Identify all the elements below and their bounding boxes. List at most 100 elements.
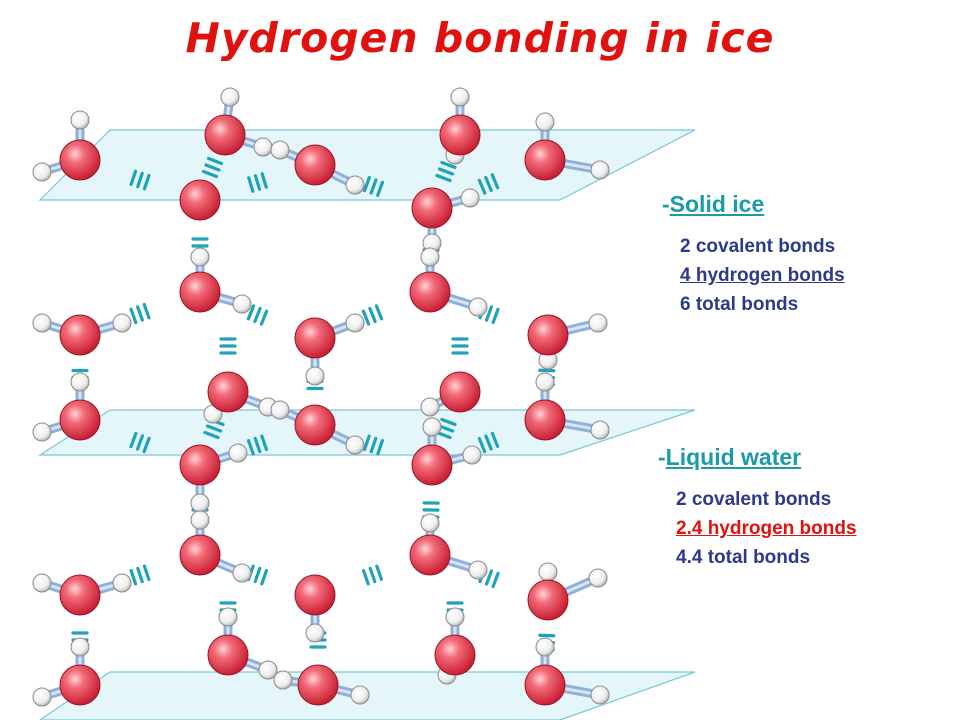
hydrogen-atom-icon: [422, 417, 442, 437]
oxygen-atom-icon: [179, 179, 221, 221]
hydrogen-bond-icon: [129, 564, 151, 586]
oxygen-atom-icon: [179, 534, 221, 576]
hydrogen-bond-icon: [247, 172, 268, 193]
oxygen-atom-icon: [524, 399, 566, 441]
hydrogen-bond-icon: [477, 431, 500, 454]
hydrogen-bond-icon: [246, 434, 269, 456]
hydrogen-atom-icon: [32, 573, 52, 593]
hydrogen-atom-icon: [70, 110, 90, 130]
oxygen-atom-icon: [411, 444, 453, 486]
hydrogen-atom-icon: [345, 175, 365, 195]
oxygen-atom-icon: [434, 634, 476, 676]
hydrogen-atom-icon: [32, 687, 52, 707]
oxygen-atom-icon: [59, 399, 101, 441]
water-molecule: [294, 574, 336, 643]
hydrogen-atom-icon: [305, 623, 325, 643]
oxygen-atom-icon: [59, 664, 101, 706]
oxygen-atom-icon: [179, 271, 221, 313]
hydrogen-atom-icon: [590, 685, 610, 705]
oxygen-atom-icon: [524, 664, 566, 706]
liquid-covalent-bonds: 2 covalent bonds: [676, 489, 832, 510]
liquid-water-heading-text: Liquid water: [665, 444, 802, 470]
water-molecule: [439, 87, 481, 165]
water-molecule: [270, 140, 365, 195]
hydrogen-atom-icon: [350, 685, 370, 705]
liquid-water-heading: -Liquid water: [658, 443, 857, 471]
liquid-water-dash: -: [658, 444, 666, 470]
water-molecule: [273, 664, 370, 706]
water-molecule: [32, 313, 132, 356]
hydrogen-atom-icon: [112, 313, 132, 333]
hydrogen-atom-icon: [70, 637, 90, 657]
water-molecule: [32, 573, 132, 616]
water-molecule: [32, 637, 101, 707]
oxygen-atom-icon: [59, 314, 101, 356]
hydrogen-atom-icon: [445, 607, 465, 627]
hydrogen-atom-icon: [258, 660, 278, 680]
solid-ice-section: -Solid ice 2 covalent bonds 4 hydrogen b…: [662, 190, 845, 319]
solid-ice-dash: -: [662, 191, 670, 217]
oxygen-atom-icon: [409, 271, 451, 313]
water-molecule: [524, 637, 610, 706]
water-molecule: [524, 372, 610, 441]
hydrogen-bond-icon: [362, 175, 385, 198]
hydrogen-atom-icon: [420, 513, 440, 533]
hydrogen-bond-icon: [246, 304, 269, 326]
hydrogen-atom-icon: [70, 372, 90, 392]
oxygen-atom-icon: [59, 139, 101, 181]
oxygen-atom-icon: [207, 634, 249, 676]
solid-ice-heading-text: Solid ice: [669, 191, 765, 217]
liquid-hydrogen-bonds: 2.4 hydrogen bonds: [676, 518, 857, 539]
hydrogen-atom-icon: [538, 562, 558, 582]
hydrogen-atom-icon: [218, 607, 238, 627]
water-molecule: [434, 607, 476, 685]
hydrogen-atom-icon: [112, 573, 132, 593]
oxygen-atom-icon: [207, 371, 249, 413]
hydrogen-atom-icon: [270, 400, 290, 420]
oxygen-atom-icon: [294, 574, 336, 616]
water-molecule: [420, 371, 481, 417]
oxygen-atom-icon: [409, 534, 451, 576]
hydrogen-atom-icon: [190, 510, 210, 530]
hydrogen-atom-icon: [270, 140, 290, 160]
hydrogen-bond-icon: [363, 434, 384, 456]
hydrogen-atom-icon: [232, 563, 252, 583]
hydrogen-atom-icon: [588, 568, 608, 588]
water-molecule: [32, 372, 101, 442]
water-molecule: [32, 110, 101, 182]
oxygen-atom-icon: [411, 187, 453, 229]
water-molecule: [411, 417, 482, 486]
hydrogen-atom-icon: [220, 87, 240, 107]
water-molecule: [270, 400, 365, 455]
oxygen-atom-icon: [179, 444, 221, 486]
hydrogen-atom-icon: [32, 162, 52, 182]
hydrogen-bond-icon: [451, 337, 469, 355]
hydrogen-atom-icon: [588, 313, 608, 333]
hydrogen-atom-icon: [468, 560, 488, 580]
hydrogen-bond-icon: [129, 302, 151, 325]
water-molecule: [409, 247, 488, 317]
water-molecule: [179, 179, 221, 221]
hydrogen-bond-icon: [435, 160, 457, 183]
hydrogen-atom-icon: [590, 160, 610, 180]
hydrogen-atom-icon: [345, 313, 365, 333]
hydrogen-atom-icon: [232, 294, 252, 314]
water-molecule: [527, 313, 608, 370]
hydrogen-atom-icon: [273, 670, 293, 690]
page-title: Hydrogen bonding in ice: [185, 14, 775, 62]
hydrogen-bond-icon: [129, 169, 151, 191]
solid-covalent-bonds: 2 covalent bonds: [680, 236, 836, 257]
hydrogen-atom-icon: [462, 445, 482, 465]
water-molecule: [179, 510, 252, 583]
hydrogen-bond-icon: [361, 304, 384, 326]
water-molecule: [527, 562, 608, 621]
hydrogen-atom-icon: [590, 420, 610, 440]
hydrogen-atom-icon: [535, 637, 555, 657]
oxygen-atom-icon: [59, 574, 101, 616]
hydrogen-bond-icon: [435, 417, 457, 440]
hydrogen-bond-icon: [477, 173, 500, 195]
hydrogen-atom-icon: [460, 188, 480, 208]
oxygen-atom-icon: [294, 404, 336, 446]
solid-total-bonds: 6 total bonds: [680, 294, 799, 315]
